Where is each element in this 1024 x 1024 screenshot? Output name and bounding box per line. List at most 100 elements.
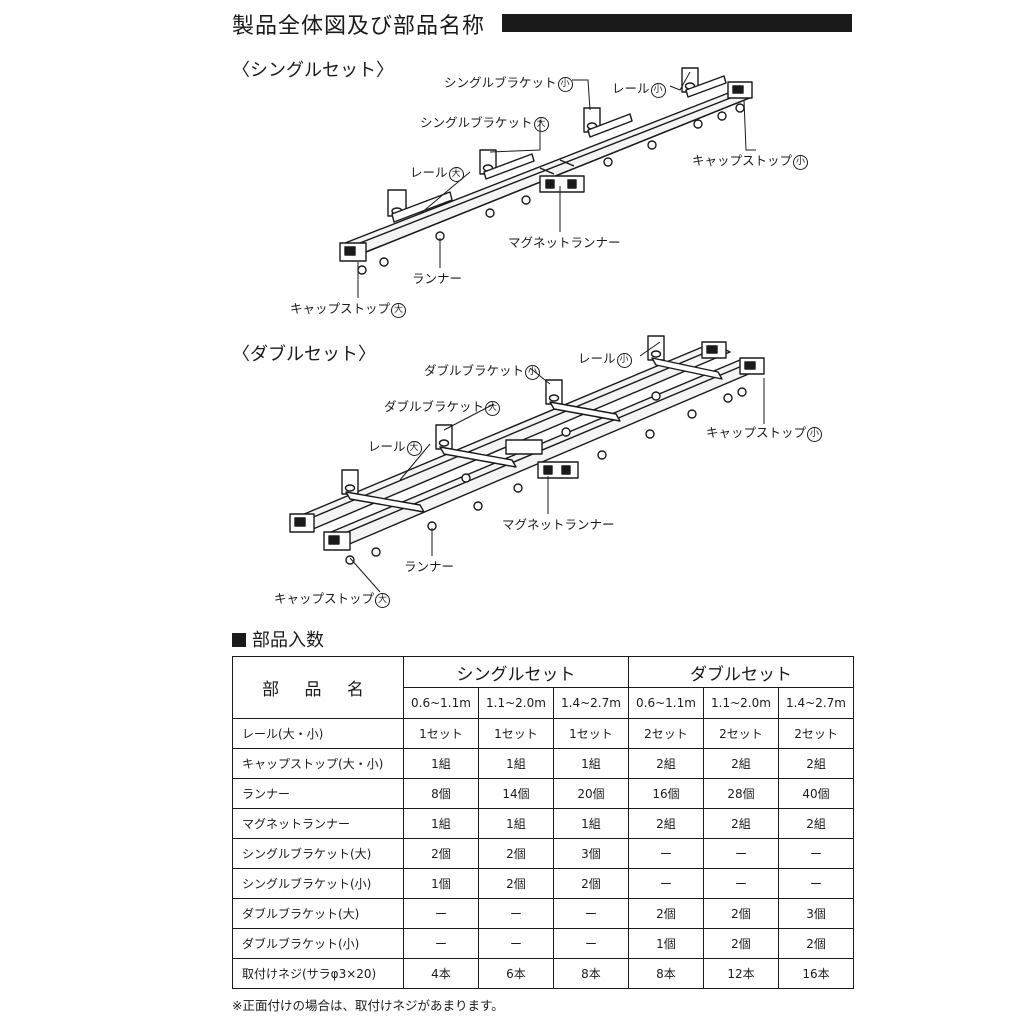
part-name-cell: 取付けネジ(サラφ3×20): [232, 958, 404, 989]
double-label-cap-large: キャップストップ大: [274, 588, 391, 608]
quantity-cell: 2組: [703, 748, 779, 779]
single-bracket-large: [479, 149, 535, 180]
part-name-cell: シングルブラケット(小): [232, 868, 404, 899]
double-label-rail-large: レール大: [368, 436, 422, 456]
single-label-bracket-large: シングルブラケット大: [420, 112, 549, 132]
quantity-cell: ー: [703, 868, 779, 899]
quantity-cell: 4本: [403, 958, 479, 989]
quantity-cell: 2組: [703, 808, 779, 839]
part-name-cell: シングルブラケット(大): [232, 838, 404, 869]
quantity-cell: 1組: [553, 748, 629, 779]
quantity-cell: ー: [403, 898, 479, 929]
quantity-cell: 3個: [777, 898, 855, 929]
quantity-cell: 1組: [478, 808, 554, 839]
quantity-cell: ー: [403, 928, 479, 959]
quantity-cell: 14個: [478, 778, 554, 809]
single-label-magnet-runner: マグネットランナー: [508, 235, 621, 250]
quantity-cell: 1セット: [553, 718, 629, 749]
part-name-cell: ランナー: [232, 778, 404, 809]
quantity-cell: 12本: [703, 958, 779, 989]
quantity-cell: 3個: [553, 838, 629, 869]
range-header: 0.6~1.1m: [403, 687, 479, 719]
quantity-cell: ー: [478, 928, 554, 959]
quantity-cell: ー: [628, 868, 704, 899]
quantity-cell: ー: [553, 928, 629, 959]
double-runners: [345, 387, 747, 565]
quantity-cell: 40個: [777, 778, 855, 809]
double-bracket-right: [647, 335, 723, 380]
double-set-title: 〈ダブルセット〉: [232, 344, 376, 365]
part-name-cell: ダブルブラケット(小): [232, 928, 404, 959]
quantity-cell: 2セット: [777, 718, 855, 749]
quantity-cell: 2個: [478, 868, 554, 899]
parts-heading: 部品入数: [232, 626, 324, 652]
assembly-diagram: [289, 67, 765, 593]
quantity-cell: ー: [703, 838, 779, 869]
square-bullet-icon: [232, 633, 246, 647]
double-label-rail-small: レール小: [578, 348, 632, 368]
part-name-cell: レール(大・小): [232, 718, 404, 749]
quantity-cell: ー: [628, 838, 704, 869]
quantity-cell: 2個: [777, 928, 855, 959]
single-bracket-small: [583, 107, 633, 138]
quantity-cell: 1組: [553, 808, 629, 839]
quantity-cell: ー: [553, 898, 629, 929]
single-label-cap-small: キャップストップ小: [692, 150, 809, 170]
title-bar-decoration: [502, 14, 852, 32]
single-set-title: 〈シングルセット〉: [232, 60, 394, 81]
quantity-cell: 6本: [478, 958, 554, 989]
double-label-runner: ランナー: [404, 559, 455, 574]
quantity-cell: 2個: [703, 928, 779, 959]
quantity-cell: 1組: [403, 748, 479, 779]
quantity-cell: 2組: [628, 808, 704, 839]
quantity-cell: 2個: [553, 868, 629, 899]
part-name-cell: マグネットランナー: [232, 808, 404, 839]
quantity-cell: 16本: [777, 958, 855, 989]
quantity-cell: ー: [777, 838, 855, 869]
quantity-cell: ー: [777, 868, 855, 899]
parts-corner-header: 部 品 名: [232, 656, 404, 719]
quantity-cell: 2セット: [628, 718, 704, 749]
group-header-single: シングルセット: [403, 656, 629, 688]
quantity-cell: 2セット: [703, 718, 779, 749]
range-header: 1.4~2.7m: [553, 687, 629, 719]
double-label-magnet-runner: マグネットランナー: [502, 517, 615, 532]
quantity-cell: 1個: [403, 868, 479, 899]
single-bracket-right: [681, 67, 727, 98]
quantity-cell: 2個: [403, 838, 479, 869]
part-name-cell: ダブルブラケット(大): [232, 898, 404, 929]
single-label-runner: ランナー: [412, 271, 463, 286]
quantity-cell: 1組: [478, 748, 554, 779]
range-header: 0.6~1.1m: [628, 687, 704, 719]
quantity-cell: 2組: [628, 748, 704, 779]
range-header: 1.4~2.7m: [777, 687, 855, 719]
single-runners: [357, 103, 745, 275]
quantity-cell: 8本: [628, 958, 704, 989]
quantity-cell: ー: [478, 898, 554, 929]
footnote: ※正面付けの場合は、取付けネジがあまります。: [232, 998, 504, 1013]
part-name-cell: キャップストップ(大・小): [232, 748, 404, 779]
quantity-cell: 2個: [703, 898, 779, 929]
double-bracket-small: [545, 379, 621, 422]
double-label-bracket-small: ダブルブラケット小: [424, 360, 541, 380]
single-label-cap-large: キャップストップ大: [290, 298, 407, 318]
quantity-cell: 2個: [478, 838, 554, 869]
quantity-cell: 8本: [553, 958, 629, 989]
quantity-cell: 1組: [403, 808, 479, 839]
quantity-cell: 1セット: [403, 718, 479, 749]
range-header: 1.1~2.0m: [703, 687, 779, 719]
single-label-bracket-small: シングルブラケット小: [444, 72, 573, 92]
quantity-cell: 20個: [553, 778, 629, 809]
quantity-cell: 2組: [777, 748, 855, 779]
quantity-cell: 16個: [628, 778, 704, 809]
single-label-rail-small: レール小: [612, 78, 666, 98]
range-header: 1.1~2.0m: [478, 687, 554, 719]
